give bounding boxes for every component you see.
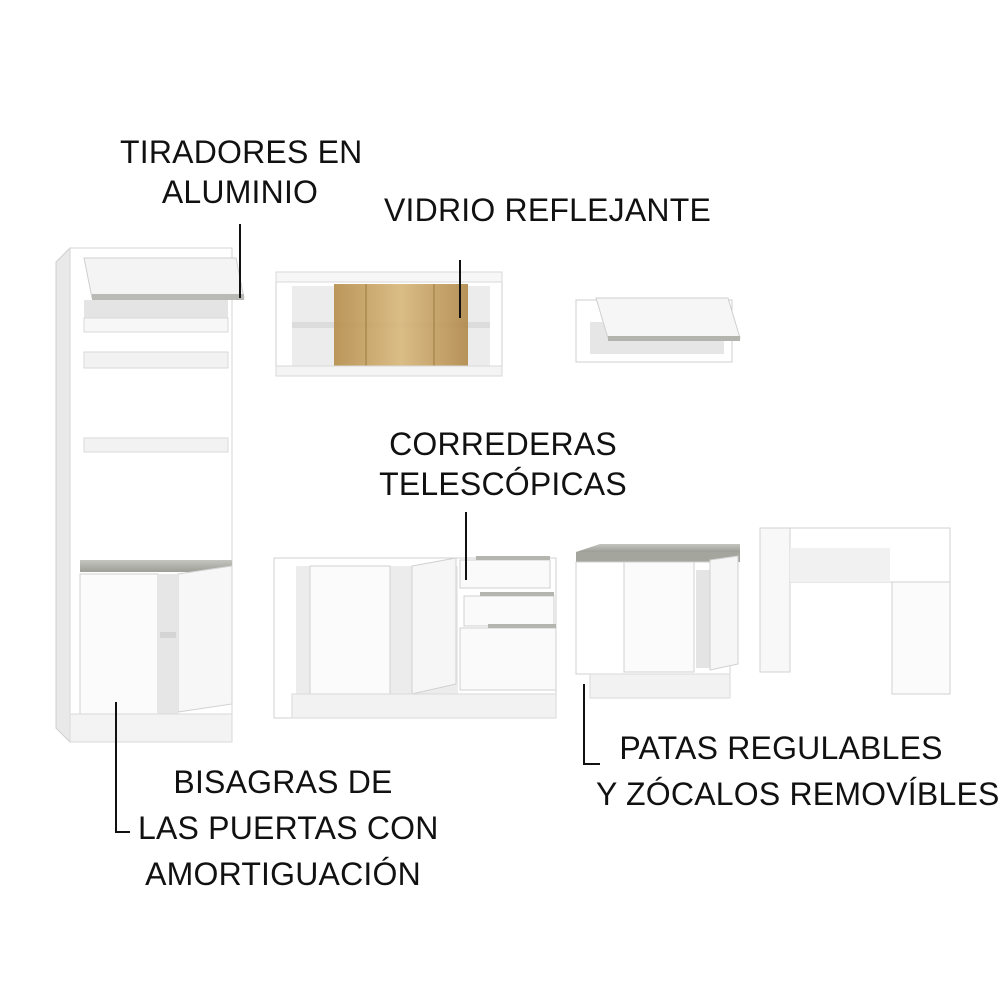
label-tiradores-line2: ALUMINIO xyxy=(161,174,319,210)
label-bisagras-line3: AMORTIGUACIÓN xyxy=(145,856,421,892)
glass-wall-cabinet xyxy=(275,271,503,377)
label-tiradores: TIRADORES EN ALUMINIO xyxy=(120,132,363,212)
label-patas-line1: PATAS REGULABLES xyxy=(619,730,943,766)
label-bisagras: BISAGRAS DE LAS PUERTAS CON AMORTIGUACIÓ… xyxy=(138,762,439,894)
label-tiradores-line1: TIRADORES EN xyxy=(120,134,363,170)
side-table xyxy=(759,527,951,695)
callout-lines xyxy=(115,224,600,833)
callout-patas xyxy=(583,684,600,765)
label-correderas-line2: TELESCÓPICAS xyxy=(379,466,627,502)
label-vidrio: VIDRIO REFLEJANTE xyxy=(384,190,711,230)
base-cabinet-with-drawers xyxy=(273,556,557,719)
base-cabinet-countertop xyxy=(575,544,740,699)
label-correderas-line1: CORREDERAS xyxy=(389,426,617,462)
callout-bisagras xyxy=(115,702,130,833)
label-patas-line2: Y ZÓCALOS REMOVÍBLES xyxy=(596,776,1000,812)
small-wall-cabinet xyxy=(575,297,741,363)
tall-tower-cabinet xyxy=(55,246,245,744)
label-correderas: CORREDERAS TELESCÓPICAS xyxy=(378,424,628,504)
label-patas: PATAS REGULABLES Y ZÓCALOS REMOVÍBLES xyxy=(596,728,1000,814)
label-bisagras-line2: LAS PUERTAS CON xyxy=(138,810,439,846)
label-bisagras-line1: BISAGRAS DE xyxy=(173,764,393,800)
label-vidrio-line1: VIDRIO REFLEJANTE xyxy=(384,192,712,228)
